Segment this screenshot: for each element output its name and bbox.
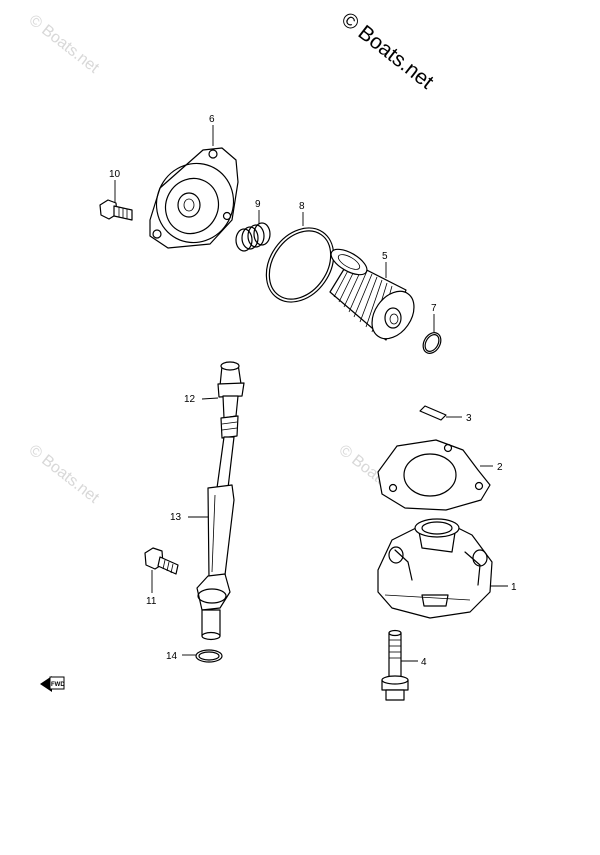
part-13-oil-strainer[interactable] — [196, 361, 245, 641]
fwd-label: FWD — [51, 682, 65, 688]
callout-12: 12 — [184, 394, 196, 405]
callout-9: 9 — [255, 199, 261, 210]
part-5-oil-filter[interactable] — [327, 244, 422, 346]
callout-4: 4 — [421, 657, 427, 668]
part-1-oil-pump[interactable] — [377, 518, 493, 619]
watermark-faint-mid-left: © Boats.net — [26, 442, 103, 507]
callout-7: 7 — [431, 303, 437, 314]
callout-8: 8 — [299, 201, 305, 212]
callouts: 6 10 9 8 5 7 12 13 11 14 3 2 1 4 — [109, 114, 517, 668]
part-9-spring[interactable] — [235, 222, 271, 252]
callout-5: 5 — [382, 251, 388, 262]
leader-lines — [114, 125, 508, 662]
part-4-pump-bolt[interactable] — [381, 629, 409, 701]
watermark-main: © Boats.net — [337, 8, 438, 94]
part-3-pin[interactable] — [419, 405, 447, 421]
part-14-o-ring[interactable] — [195, 649, 223, 663]
part-7-o-ring-small[interactable] — [420, 329, 445, 356]
callout-13: 13 — [170, 512, 182, 523]
callout-3: 3 — [466, 413, 472, 424]
callout-1: 1 — [511, 582, 517, 593]
part-8-o-ring-large[interactable] — [252, 215, 347, 315]
callout-6: 6 — [209, 114, 215, 125]
callout-11: 11 — [146, 596, 157, 607]
callout-10: 10 — [109, 169, 121, 180]
part-6-filter-cap[interactable] — [143, 147, 248, 256]
callout-14: 14 — [166, 651, 178, 662]
fwd-arrow-icon: FWD — [40, 676, 65, 692]
part-11-strainer-bolt[interactable] — [144, 547, 179, 575]
part-10-cap-bolt[interactable] — [99, 199, 133, 221]
watermark-faint-top-left: © Boats.net — [26, 12, 103, 77]
callout-2: 2 — [497, 462, 503, 473]
part-2-gasket[interactable] — [377, 439, 491, 511]
